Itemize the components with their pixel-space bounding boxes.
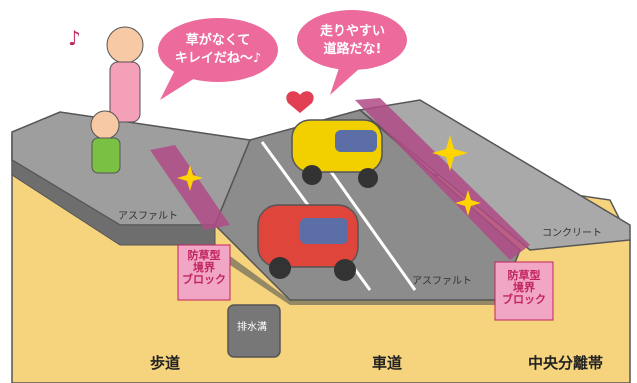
right-block bbox=[494, 261, 554, 321]
car-bubble-text: 走りやすい 道路だな! bbox=[319, 24, 385, 57]
right-block-label: 防草型 境界 ブロック bbox=[502, 269, 546, 306]
section-roadway: 車道 bbox=[372, 354, 403, 372]
drain-channel bbox=[227, 304, 281, 358]
concrete-label: コンクリート bbox=[542, 228, 602, 239]
drain-label: 排水溝 bbox=[237, 322, 267, 333]
car-bubble bbox=[297, 10, 407, 70]
red-car bbox=[257, 204, 359, 281]
median-pink-strip bbox=[355, 98, 530, 260]
sparkle-icon bbox=[177, 165, 203, 191]
mother-figure bbox=[106, 26, 144, 123]
mother-bubble bbox=[158, 18, 278, 82]
section-sidewalk: 歩道 bbox=[150, 354, 181, 372]
mother-bubble-tail bbox=[160, 70, 195, 100]
yellow-car bbox=[291, 119, 383, 188]
sparkle-icon bbox=[432, 135, 468, 171]
child-figure bbox=[90, 110, 121, 174]
heart-icon bbox=[286, 91, 314, 113]
left-block-label: 防草型 境界 ブロック bbox=[182, 249, 226, 286]
mother-bubble-text: 草がなくて キレイだね〜♪ bbox=[174, 33, 262, 66]
car-bubble-tail bbox=[330, 65, 360, 95]
sparkle-icon bbox=[455, 190, 481, 216]
section-median: 中央分離帯 bbox=[528, 354, 604, 372]
asphalt-sidewalk-label: アスファルト bbox=[118, 211, 178, 222]
left-block bbox=[177, 244, 231, 301]
asphalt-road-label: アスファルト bbox=[412, 276, 472, 287]
music-note-icon: ♪ bbox=[68, 26, 81, 50]
